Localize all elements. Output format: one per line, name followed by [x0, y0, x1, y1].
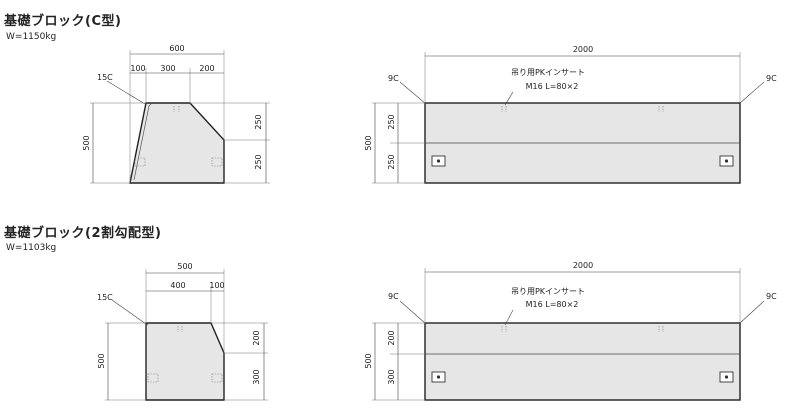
slope-type-front-view: 500 400 100 15C 500 200 300 — [97, 262, 268, 401]
c-type-upper-label: 250 — [254, 114, 263, 129]
slope-type-side-height: 500 — [364, 353, 373, 368]
c-type-width-label: 600 — [169, 44, 184, 53]
slope-type-side-chamfer-right: 9C — [766, 292, 777, 301]
c-type-side-chamfer-right: 9C — [766, 74, 777, 83]
c-type-chamfer-edge — [133, 102, 153, 181]
slope-type-length-label: 2000 — [573, 261, 593, 270]
slope-type-lower-label: 300 — [252, 369, 261, 384]
side-insert-mark-left — [501, 106, 507, 112]
slope-type-side-upper: 200 — [387, 330, 396, 345]
c-type-height-label: 500 — [82, 135, 91, 150]
slope-type-width-label: 500 — [177, 262, 192, 271]
c-type-side-view: 2000 吊り用PKインサート M16 L=80×2 9C 9C 500 250… — [364, 45, 777, 184]
section2-title: 基礎ブロック(2割勾配型) — [4, 226, 162, 241]
c-type-insert-spec: M16 L=80×2 — [526, 82, 579, 91]
insert-mark-top — [173, 106, 180, 112]
c-type-seg-c-label: 200 — [199, 64, 214, 73]
slope-type-upper-label: 200 — [252, 330, 261, 345]
insert-mark-left — [134, 157, 146, 167]
c-type-front-view: 600 100 300 200 15C 500 250 250 — [82, 44, 270, 184]
section1-title: 基礎ブロック(C型) — [4, 14, 122, 29]
c-type-insert-name: 吊り用PKインサート — [511, 68, 585, 77]
side-insert-mark-right — [658, 106, 664, 112]
slope-type-chamfer-label: 15C — [97, 293, 113, 302]
c-type-lower-label: 250 — [254, 154, 263, 169]
c-type-side-height: 500 — [364, 135, 373, 150]
slope-type-chamfer-edge — [145, 322, 150, 327]
side-insert-mark-left-2 — [501, 326, 507, 332]
section1-weight: W=1150kg — [6, 32, 57, 42]
insert-mark-right — [211, 157, 223, 167]
c-type-chamfer-label: 15C — [97, 73, 113, 82]
slope-type-insert-name: 吊り用PKインサート — [511, 287, 585, 296]
slope-type-seg-a-label: 400 — [170, 281, 185, 290]
slope-type-side-outline — [424, 322, 741, 401]
slope-type-side-chamfer-left: 9C — [388, 292, 399, 301]
c-type-side-chamfer-left: 9C — [388, 74, 399, 83]
slope-type-side-view: 2000 吊り用PKインサート M16 L=80×2 9C 9C 500 200… — [364, 261, 777, 401]
insert-mark-right-2 — [211, 373, 223, 383]
insert-mark-left-2 — [147, 373, 159, 383]
slope-type-insert-spec: M16 L=80×2 — [526, 300, 579, 309]
c-type-side-upper: 250 — [387, 114, 396, 129]
slope-type-height-label: 500 — [97, 353, 106, 368]
section2-weight: W=1103kg — [6, 243, 57, 253]
c-type-seg-a-label: 100 — [130, 64, 145, 73]
slope-type-side-lower: 300 — [387, 369, 396, 384]
slope-type-seg-b-label: 100 — [209, 281, 224, 290]
c-type-side-lower: 250 — [387, 154, 396, 169]
side-insert-mark-right-2 — [658, 326, 664, 332]
c-type-block-outline — [129, 102, 225, 184]
slope-type-block-outline — [145, 322, 225, 401]
insert-mark-top-2 — [177, 326, 183, 332]
c-type-seg-b-label: 300 — [160, 64, 175, 73]
c-type-length-label: 2000 — [573, 45, 593, 54]
